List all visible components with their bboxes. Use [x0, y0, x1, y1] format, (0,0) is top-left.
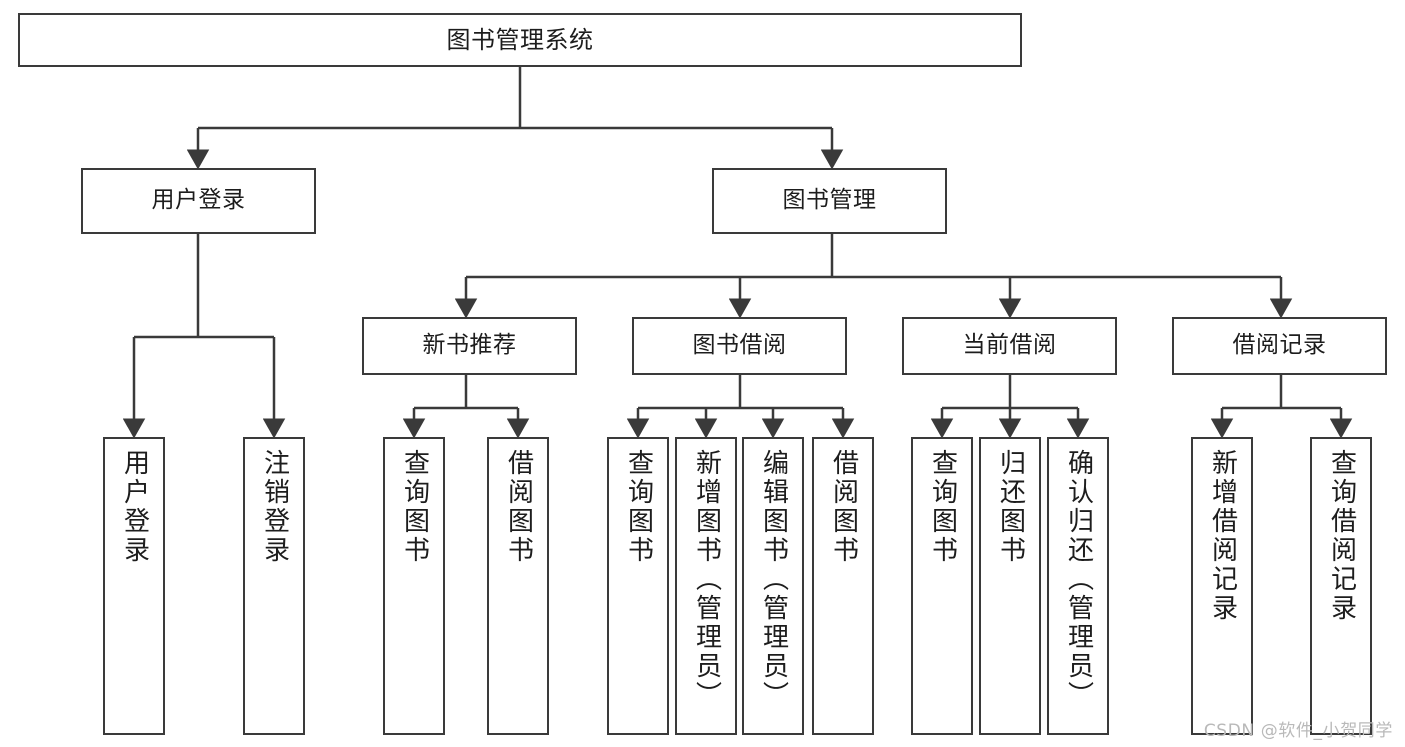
leaf-borrow-book-recommend[interactable]: 借阅图书	[487, 437, 549, 735]
node-label: 当前借阅	[962, 332, 1057, 359]
leaf-add-borrow-record[interactable]: 新增借阅记录	[1191, 437, 1253, 735]
node-book-borrow[interactable]: 图书借阅	[632, 317, 847, 375]
leaf-confirm-return-admin[interactable]: 确认归还（管理员）	[1047, 437, 1109, 735]
node-new-book-recommend[interactable]: 新书推荐	[362, 317, 577, 375]
node-label: 查询借阅记录	[1326, 449, 1357, 623]
node-root-system[interactable]: 图书管理系统	[18, 13, 1022, 67]
node-label: 图书借阅	[692, 332, 787, 359]
leaf-query-book[interactable]: 查询图书	[607, 437, 669, 735]
leaf-query-book-current[interactable]: 查询图书	[911, 437, 973, 735]
node-label: 借阅记录	[1232, 332, 1327, 359]
node-label: 归还图书	[995, 449, 1026, 565]
node-user-login[interactable]: 用户登录	[81, 168, 316, 234]
node-label: 查询图书	[399, 449, 430, 565]
node-label: 新书推荐	[422, 332, 517, 359]
node-label: 图书管理系统	[446, 25, 594, 54]
node-label: 新增借阅记录	[1207, 449, 1238, 623]
leaf-user-logout[interactable]: 注销登录	[243, 437, 305, 735]
node-label: 用户登录	[119, 449, 150, 565]
leaf-edit-book-admin[interactable]: 编辑图书（管理员）	[742, 437, 804, 735]
node-label: 借阅图书	[503, 449, 534, 565]
node-label: 注销登录	[259, 449, 290, 565]
node-label: 查询图书	[927, 449, 958, 565]
leaf-borrow-book[interactable]: 借阅图书	[812, 437, 874, 735]
node-label: 图书管理	[782, 187, 877, 214]
leaf-add-book-admin[interactable]: 新增图书（管理员）	[675, 437, 737, 735]
node-label: 确认归还（管理员）	[1063, 449, 1094, 710]
node-book-management[interactable]: 图书管理	[712, 168, 947, 234]
leaf-user-login[interactable]: 用户登录	[103, 437, 165, 735]
node-label: 用户登录	[151, 187, 246, 214]
watermark: CSDN @软件_小贺同学	[1203, 721, 1393, 741]
node-label: 编辑图书（管理员）	[758, 449, 789, 710]
node-label: 借阅图书	[828, 449, 859, 565]
node-label: 新增图书（管理员）	[691, 449, 722, 710]
leaf-query-borrow-record[interactable]: 查询借阅记录	[1310, 437, 1372, 735]
leaf-query-book-recommend[interactable]: 查询图书	[383, 437, 445, 735]
leaf-return-book[interactable]: 归还图书	[979, 437, 1041, 735]
node-current-borrow[interactable]: 当前借阅	[902, 317, 1117, 375]
node-label: 查询图书	[623, 449, 654, 565]
node-borrow-records[interactable]: 借阅记录	[1172, 317, 1387, 375]
